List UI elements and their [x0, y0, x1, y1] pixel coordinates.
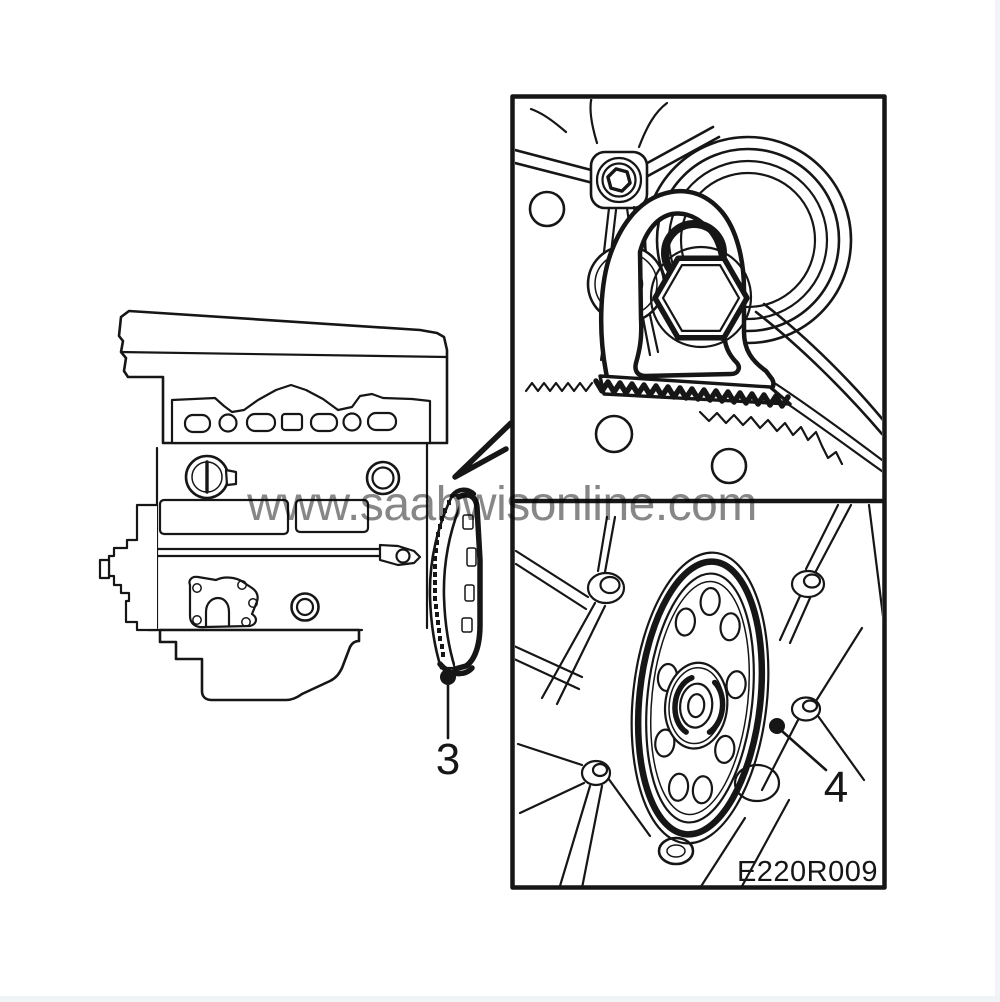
gear-teeth-right: [698, 410, 844, 466]
figure-code: E220R009: [736, 856, 878, 888]
item-label-3: 3: [435, 735, 461, 784]
leader-dot-3: [440, 669, 456, 685]
pivot-bolt: [589, 150, 649, 210]
leader-line-4: [781, 730, 828, 772]
scan-edge-bottom: [0, 996, 1000, 1002]
hub: [663, 661, 729, 750]
gear-teeth-left: [524, 381, 594, 393]
driveplate: [630, 551, 770, 845]
item-label-4: 4: [823, 763, 849, 812]
watermark-text: www.saabwisonline.com: [247, 478, 757, 531]
detail-arrow: [452, 420, 514, 480]
ring-gear-teeth: [433, 500, 451, 657]
driveplate-edge: [437, 487, 483, 677]
core-plug: [184, 454, 238, 500]
inset-frame: [510, 94, 887, 890]
leader-dot-4: [769, 718, 785, 734]
case-spokes: [515, 503, 882, 886]
bolt-holes: [654, 586, 747, 805]
engine-side-view: [98, 309, 514, 740]
scan-edge-right: [995, 0, 1000, 1002]
locking-tool-bracket: [593, 188, 792, 409]
inset-driveplate-detail: [515, 503, 882, 886]
rack-teeth: [593, 378, 791, 409]
inset-tensioner-detail: [515, 99, 882, 485]
oil-sump: [158, 628, 361, 702]
hex-bolt: [652, 255, 750, 341]
case-bosses: [580, 569, 826, 787]
engine-mount-bracket: [107, 503, 159, 632]
dipstick-tube: [156, 543, 422, 567]
pump-cover-plate: [188, 575, 259, 629]
